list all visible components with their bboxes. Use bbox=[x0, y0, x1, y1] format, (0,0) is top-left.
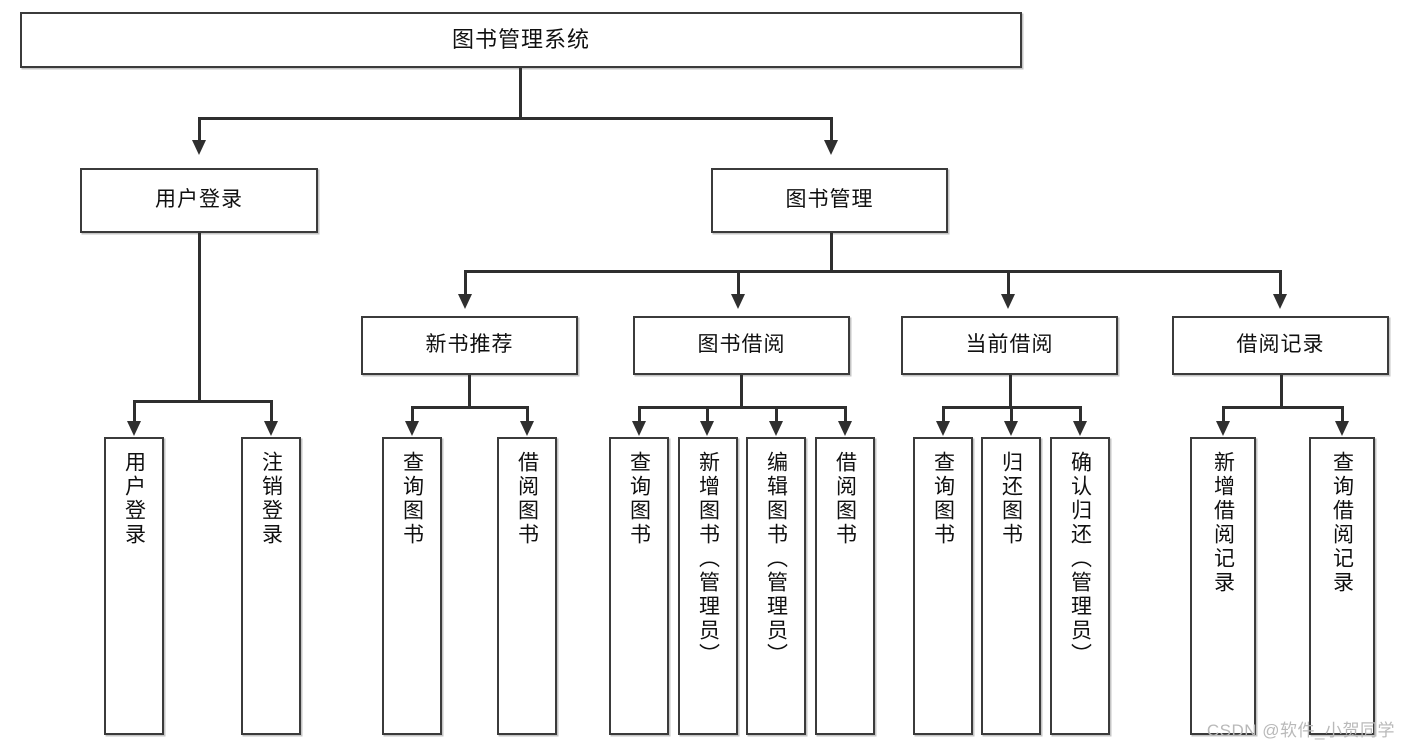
connector-currentborrow-drop-3 bbox=[1079, 406, 1082, 422]
connector-bookborrow-bus bbox=[638, 406, 844, 409]
node-label: 查询图书 bbox=[931, 451, 955, 547]
arrow-to-bookborrow-leaf-3 bbox=[769, 421, 783, 436]
connector-newbook-stem bbox=[468, 375, 471, 407]
arrow-to-book-manage bbox=[824, 140, 838, 155]
connector-root-stem bbox=[519, 68, 522, 118]
arrow-to-bookborrow-leaf-4 bbox=[838, 421, 852, 436]
connector-userlogin-stem bbox=[198, 233, 201, 401]
connector-borrowrecord-bus bbox=[1222, 406, 1341, 409]
leaf-logout[interactable]: 注销登录 bbox=[241, 437, 301, 735]
arrow-to-borrowrecord-leaf-2 bbox=[1335, 421, 1349, 436]
node-label: 图书管理系统 bbox=[451, 27, 590, 53]
arrow-to-newbook-leaf-1 bbox=[405, 421, 419, 436]
node-label: 借阅图书 bbox=[515, 451, 539, 547]
node-label: 新增图书（管理员） bbox=[696, 451, 720, 667]
node-label: 新书推荐 bbox=[425, 333, 514, 357]
connector-bookborrow-stem bbox=[740, 375, 743, 407]
leaf-borrow-book-recommend[interactable]: 借阅图书 bbox=[497, 437, 557, 735]
arrow-to-borrowrecord-leaf-1 bbox=[1216, 421, 1230, 436]
connector-currentborrow-drop-2 bbox=[1010, 406, 1013, 422]
arrow-to-newbook-leaf-2 bbox=[520, 421, 534, 436]
connector-bookborrow-drop-3 bbox=[775, 406, 778, 422]
arrow-to-currentborrow-leaf-1 bbox=[936, 421, 950, 436]
node-root-system[interactable]: 图书管理系统 bbox=[20, 12, 1022, 68]
arrow-to-borrow-record bbox=[1273, 294, 1287, 309]
connector-bookborrow-drop-4 bbox=[844, 406, 847, 422]
leaf-query-book-current[interactable]: 查询图书 bbox=[913, 437, 973, 735]
node-label: 查询图书 bbox=[627, 451, 651, 547]
node-book-borrow[interactable]: 图书借阅 bbox=[633, 316, 850, 375]
connector-bookborrow-drop-2 bbox=[706, 406, 709, 422]
arrow-to-bookborrow-leaf-1 bbox=[632, 421, 646, 436]
arrow-to-current-borrow bbox=[1001, 294, 1015, 309]
connector-currentborrow-stem bbox=[1009, 375, 1012, 407]
node-label: 新增借阅记录 bbox=[1211, 451, 1235, 595]
leaf-user-login[interactable]: 用户登录 bbox=[104, 437, 164, 735]
connector-newbook-bus bbox=[411, 406, 526, 409]
connector-root-drop-right bbox=[830, 117, 833, 141]
connector-userlogin-drop-1 bbox=[133, 400, 136, 422]
node-label: 查询图书 bbox=[400, 451, 424, 547]
node-label: 编辑图书（管理员） bbox=[764, 451, 788, 667]
connector-level3-drop-3 bbox=[1007, 270, 1010, 295]
node-current-borrow[interactable]: 当前借阅 bbox=[901, 316, 1118, 375]
connector-borrowrecord-stem bbox=[1280, 375, 1283, 407]
leaf-return-book[interactable]: 归还图书 bbox=[981, 437, 1041, 735]
leaf-add-borrow-record[interactable]: 新增借阅记录 bbox=[1190, 437, 1256, 735]
node-label: 借阅记录 bbox=[1236, 333, 1325, 357]
arrow-to-book-borrow bbox=[731, 294, 745, 309]
node-label: 用户登录 bbox=[155, 188, 243, 212]
node-user-login[interactable]: 用户登录 bbox=[80, 168, 318, 233]
arrow-to-user-login-leaf bbox=[127, 421, 141, 436]
connector-newbook-drop-2 bbox=[526, 406, 529, 422]
connector-userlogin-bus bbox=[133, 400, 270, 403]
node-label: 图书借阅 bbox=[697, 333, 786, 357]
node-label: 归还图书 bbox=[999, 451, 1023, 547]
leaf-borrow-book[interactable]: 借阅图书 bbox=[815, 437, 875, 735]
connector-level3-bus bbox=[464, 270, 1281, 273]
connector-level3-drop-2 bbox=[737, 270, 740, 295]
arrow-to-bookborrow-leaf-2 bbox=[700, 421, 714, 436]
leaf-confirm-return-admin[interactable]: 确认归还（管理员） bbox=[1050, 437, 1110, 735]
node-book-manage[interactable]: 图书管理 bbox=[711, 168, 948, 233]
node-label: 查询借阅记录 bbox=[1330, 451, 1354, 595]
connector-root-bus bbox=[198, 117, 832, 120]
connector-level3-drop-1 bbox=[464, 270, 467, 295]
connector-borrowrecord-drop-1 bbox=[1222, 406, 1225, 422]
leaf-add-book-admin[interactable]: 新增图书（管理员） bbox=[678, 437, 738, 735]
node-label: 当前借阅 bbox=[965, 333, 1054, 357]
arrow-to-currentborrow-leaf-3 bbox=[1073, 421, 1087, 436]
connector-bookborrow-drop-1 bbox=[638, 406, 641, 422]
node-label: 用户登录 bbox=[122, 451, 146, 547]
node-borrow-record[interactable]: 借阅记录 bbox=[1172, 316, 1389, 375]
connector-borrowrecord-drop-2 bbox=[1341, 406, 1344, 422]
arrow-to-logout-leaf bbox=[264, 421, 278, 436]
connector-newbook-drop-1 bbox=[411, 406, 414, 422]
connector-level3-drop-4 bbox=[1279, 270, 1282, 295]
node-label: 借阅图书 bbox=[833, 451, 857, 547]
leaf-query-borrow-record[interactable]: 查询借阅记录 bbox=[1309, 437, 1375, 735]
node-new-book-recommend[interactable]: 新书推荐 bbox=[361, 316, 578, 375]
node-label: 图书管理 bbox=[785, 188, 874, 212]
leaf-query-book-recommend[interactable]: 查询图书 bbox=[382, 437, 442, 735]
connector-bookmanage-stem bbox=[830, 233, 833, 272]
leaf-edit-book-admin[interactable]: 编辑图书（管理员） bbox=[746, 437, 806, 735]
leaf-query-book-borrow[interactable]: 查询图书 bbox=[609, 437, 669, 735]
arrow-to-new-book-recommend bbox=[458, 294, 472, 309]
connector-userlogin-drop-2 bbox=[270, 400, 273, 422]
node-label: 确认归还（管理员） bbox=[1068, 451, 1092, 667]
node-label: 注销登录 bbox=[259, 451, 283, 547]
arrow-to-user-login bbox=[192, 140, 206, 155]
connector-root-drop-left bbox=[198, 117, 201, 141]
connector-currentborrow-drop-1 bbox=[942, 406, 945, 422]
arrow-to-currentborrow-leaf-2 bbox=[1004, 421, 1018, 436]
